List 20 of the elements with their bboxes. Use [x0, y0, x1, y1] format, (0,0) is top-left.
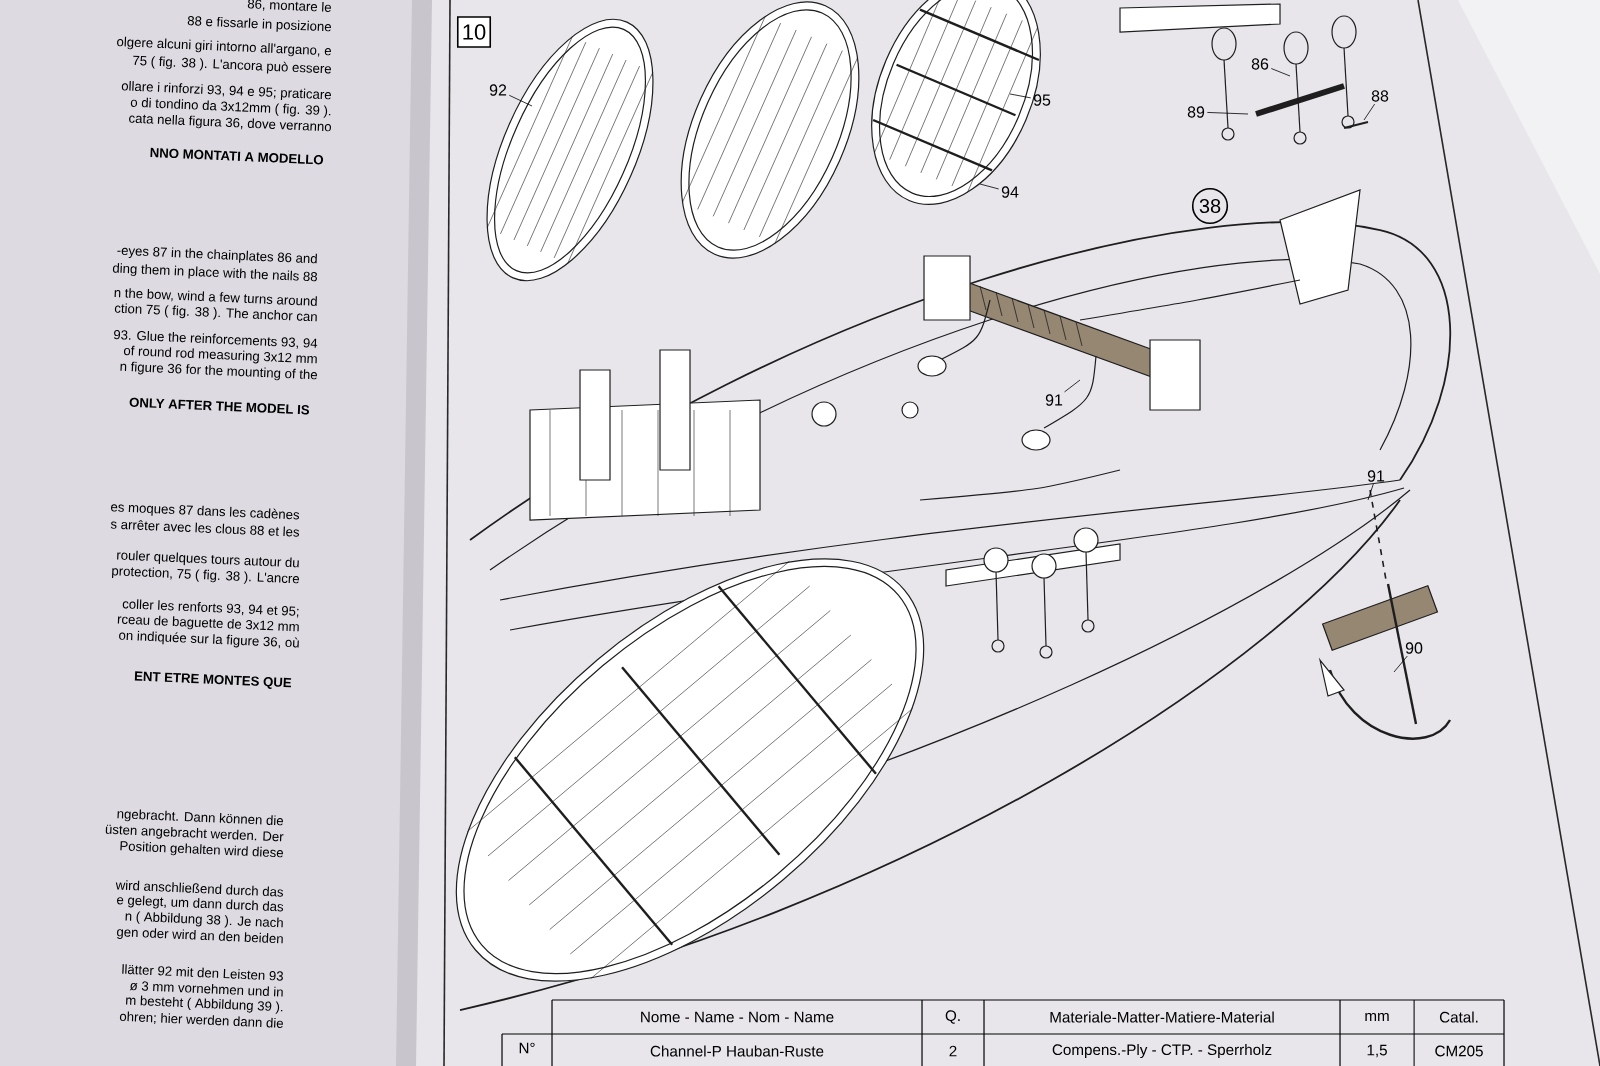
leader-line — [1064, 379, 1081, 393]
callout-number: 88 — [1371, 90, 1389, 102]
leader-line — [1206, 112, 1249, 115]
callout-number: 92 — [489, 84, 507, 96]
figure-number: 38 — [1191, 187, 1229, 225]
leader-line — [1270, 68, 1291, 77]
leader-line — [1393, 655, 1408, 673]
callout-number: 91 — [1367, 470, 1385, 482]
callout-number: 94 — [1001, 186, 1019, 198]
leader-line — [979, 183, 1000, 190]
callout-number: 95 — [1033, 94, 1051, 106]
leader-line — [1367, 483, 1374, 501]
callout-number: 89 — [1187, 106, 1205, 118]
callout-number: 90 — [1405, 642, 1423, 654]
leader-line — [1363, 103, 1376, 121]
callout-number: 86 — [1251, 58, 1269, 70]
figure-number: 10 — [456, 16, 492, 48]
leader-line — [508, 94, 533, 107]
leader-line — [1009, 93, 1032, 99]
callout-number: 91 — [1045, 394, 1063, 406]
